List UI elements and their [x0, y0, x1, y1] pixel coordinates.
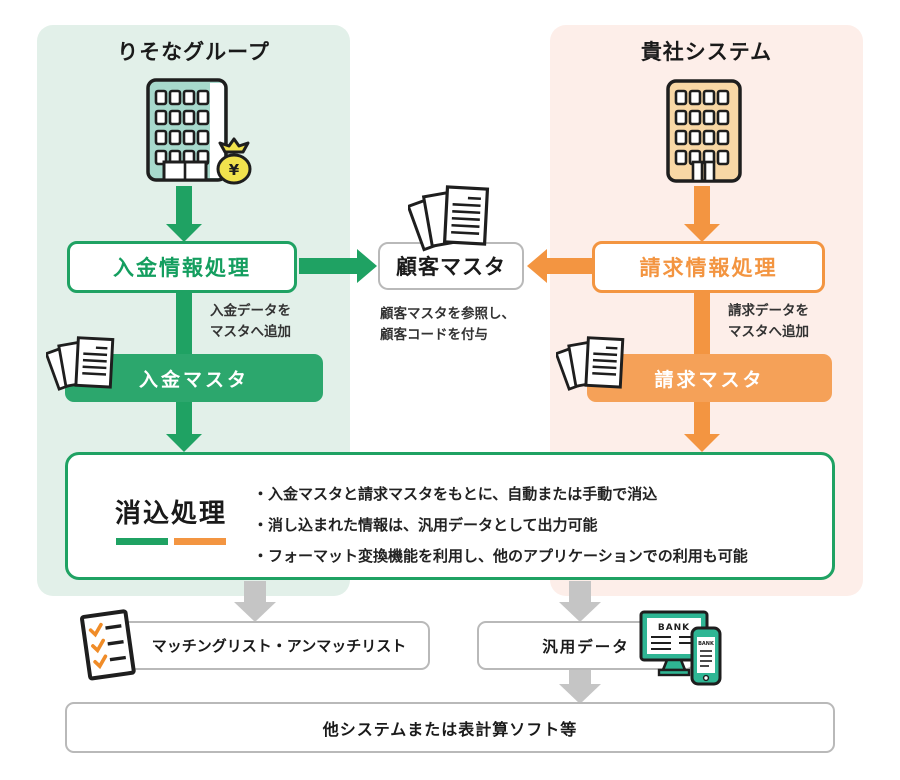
checklist-icon — [80, 609, 136, 681]
billing-info-process-label: 請求情報処理 — [639, 256, 778, 280]
arrowhead-down-icon — [684, 224, 720, 242]
arrow-generic-to-destination — [569, 670, 591, 684]
bullet-item: ・消し込まれた情報は、汎用データとして出力可能 — [253, 516, 598, 534]
generic-data-label: 汎用データ — [542, 637, 630, 656]
arrow-recon-to-generic-data — [569, 581, 591, 602]
arrowhead-down-icon — [166, 434, 202, 452]
arrow-building-to-billing — [694, 186, 710, 226]
arrow-payment-to-customer-master — [299, 258, 359, 274]
bank-building-icon: ¥ — [146, 78, 252, 185]
matching-list-label: マッチングリスト・アンマッチリスト — [151, 637, 407, 655]
billing-master-banner: 請求マスタ — [587, 354, 832, 402]
connector-payment-to-master — [176, 291, 192, 355]
monitor-phone-icon: BANK BANK — [639, 610, 722, 686]
arrowhead-left-icon — [527, 249, 547, 283]
money-bag-icon: ¥ — [216, 137, 252, 185]
payment-info-process-box: 入金情報処理 — [67, 241, 297, 293]
arrowhead-down-icon — [559, 684, 601, 704]
destination-box: 他システムまたは表計算ソフト等 — [65, 702, 835, 753]
arrow-billing-to-customer-master — [546, 258, 592, 274]
arrowhead-down-icon — [559, 602, 601, 622]
phone-icon: BANK — [690, 626, 722, 686]
billing-master-label: 請求マスタ — [654, 368, 765, 391]
arrow-recon-to-matching-list — [244, 581, 266, 602]
arrow-billing-master-to-recon — [694, 402, 710, 434]
payment-master-label: 入金マスタ — [138, 368, 249, 391]
arrowhead-down-icon — [234, 602, 276, 622]
resona-panel-title: りそなグループ — [117, 40, 270, 64]
arrow-building-to-payment — [176, 186, 192, 226]
phone-bank-label: BANK — [698, 641, 715, 647]
billing-note: 請求データを マスタへ追加 — [728, 303, 809, 340]
reconciliation-bullets: ・入金マスタと請求マスタをもとに、自動または手動で消込 ・消し込まれた情報は、汎… — [253, 479, 748, 572]
payment-note: 入金データを マスタへ追加 — [210, 303, 291, 340]
documents-stack-icon — [46, 336, 115, 391]
documents-stack-icon — [556, 336, 625, 391]
reconciliation-title: 消込処理 — [115, 499, 228, 529]
connector-billing-to-master — [694, 291, 710, 355]
green-underline — [116, 538, 168, 545]
yen-symbol: ¥ — [229, 161, 240, 179]
client-panel-title: 貴社システム — [640, 40, 773, 64]
billing-info-process-box: 請求情報処理 — [592, 241, 825, 293]
destination-label: 他システムまたは表計算ソフト等 — [322, 719, 578, 739]
arrowhead-down-icon — [166, 224, 202, 242]
matching-list-box: マッチングリスト・アンマッチリスト — [100, 621, 430, 670]
payment-info-process-label: 入金情報処理 — [113, 256, 251, 280]
arrowhead-down-icon — [684, 434, 720, 452]
reconciliation-box: 消込処理 ・入金マスタと請求マスタをもとに、自動または手動で消込 ・消し込まれた… — [65, 452, 835, 580]
customer-master-box: 顧客マスタ — [378, 242, 524, 290]
bullet-item: ・入金マスタと請求マスタをもとに、自動または手動で消込 — [253, 485, 658, 503]
customer-master-note: 顧客マスタを参照し、 顧客コードを付与 — [380, 306, 515, 343]
orange-underline — [174, 538, 226, 545]
documents-stack-icon — [408, 185, 490, 252]
arrowhead-right-icon — [357, 249, 377, 283]
bullet-item: ・フォーマット変換機能を利用し、他のアプリケーションでの利用も可能 — [253, 547, 748, 565]
monitor-bank-label: BANK — [658, 623, 690, 633]
office-building-icon — [666, 79, 742, 183]
arrow-payment-master-to-recon — [176, 402, 192, 434]
customer-master-label: 顧客マスタ — [396, 255, 506, 279]
